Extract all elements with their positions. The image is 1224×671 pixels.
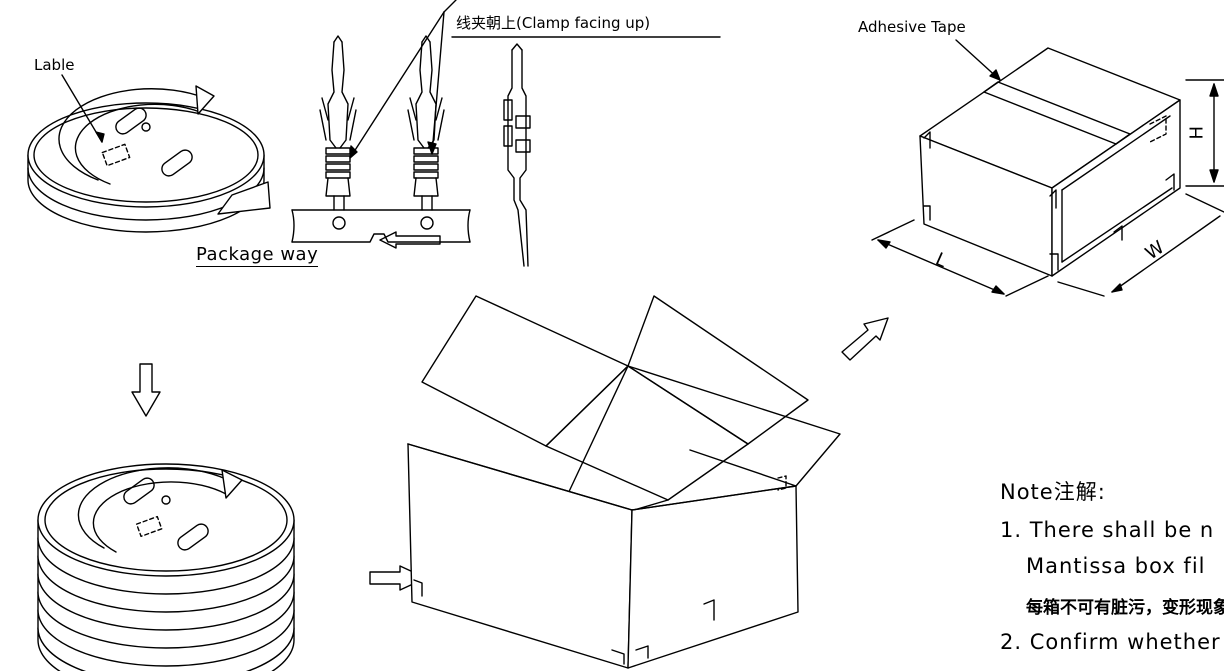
terminal-2: [407, 35, 445, 211]
clamp-facing-up-text: 线夹朝上(Clamp facing up): [456, 14, 651, 32]
adhesive-tape: [983, 81, 1131, 145]
note-1-line-1: 1. There shall be n: [1000, 518, 1215, 542]
label-box: [101, 143, 131, 167]
closed-box: [871, 39, 1224, 297]
reel-stack: [37, 463, 295, 671]
package-direction-arrow-icon: [379, 231, 441, 249]
notes-title: Note注解:: [1000, 480, 1106, 504]
rotation-arrow-icon: [58, 85, 215, 185]
down-arrow-icon: [131, 363, 161, 417]
package-way-text: Package way: [196, 244, 319, 267]
note-1-chinese: 每箱不可有脏污，变形现象: [1026, 598, 1224, 618]
note-1-line-2: Mantissa box fil: [1026, 554, 1206, 578]
label-tag-text: Lable: [34, 56, 75, 74]
terminal-side-view: [503, 43, 531, 267]
diagonal-arrow-icon: [841, 317, 889, 361]
adhesive-tape-text: Adhesive Tape: [858, 18, 966, 36]
terminal-1: [319, 35, 357, 211]
note-2-line-1: 2. Confirm whether: [1000, 630, 1221, 654]
dimension-h-text: H: [1186, 125, 1208, 140]
single-reel: [27, 74, 271, 233]
terminal-strip: [291, 0, 721, 267]
open-box: [407, 295, 841, 669]
